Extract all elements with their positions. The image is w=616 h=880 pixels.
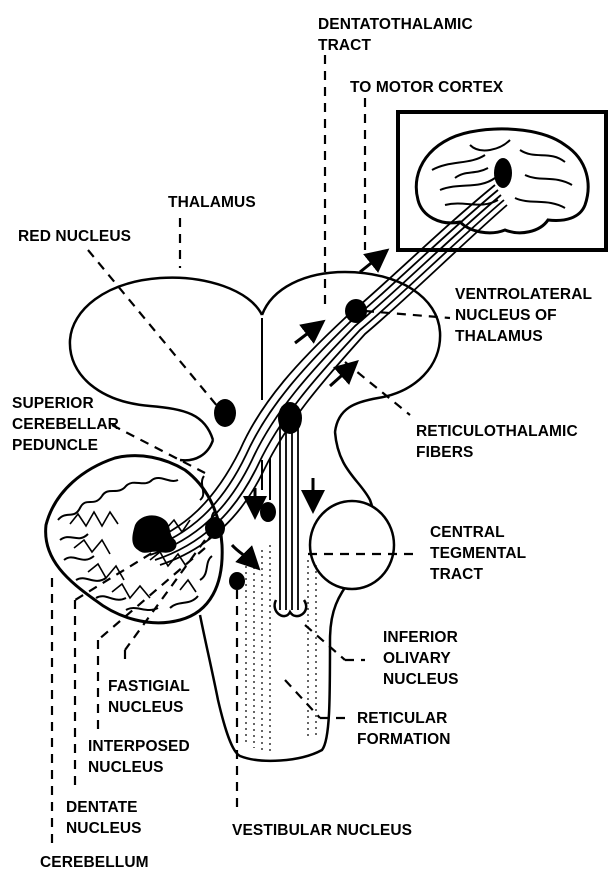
reticulothalamic-fibers-label: RETICULOTHALAMIC FIBERS [416,421,578,463]
to-motor-cortex-label: TO MOTOR CORTEX [350,77,503,98]
label-line: INFERIOR [383,627,459,648]
dentatothalamic-tract-label: DENTATOTHALAMIC TRACT [318,14,473,56]
dentate-nucleus-label: DENTATE NUCLEUS [66,797,142,839]
central-tegmental-tract-label: CENTRAL TEGMENTAL TRACT [430,522,526,585]
fastigial-nucleus-label: FASTIGIAL NUCLEUS [108,676,190,718]
ventrolateral-nucleus-label: VENTROLATERAL NUCLEUS OF THALAMUS [455,284,592,347]
label-line: NUCLEUS [66,818,142,839]
motor-cortex-target [494,158,512,188]
label-line: OLIVARY [383,648,459,669]
interposed-nucleus-label: INTERPOSED NUCLEUS [88,736,190,778]
label-line: VENTROLATERAL [455,284,592,305]
motor-cortex-inset [398,112,606,250]
label-line: RETICULOTHALAMIC [416,421,578,442]
label-line: TRACT [430,564,526,585]
inferior-olive-bulge [310,501,394,589]
label-line: THALAMUS [455,326,592,347]
label-line: PEDUNCLE [12,435,119,456]
reticular-formation-label: RETICULAR FORMATION [357,708,451,750]
vestibular-nucleus-dot-lower [229,572,245,590]
red-nucleus-dot [214,399,236,427]
label-line: FIBERS [416,442,578,463]
label-line: SUPERIOR [12,393,119,414]
inferior-olivary-nucleus-label: INFERIOR OLIVARY NUCLEUS [383,627,459,690]
thalamus-shape [70,272,440,440]
label-line: DENTATE [66,797,142,818]
ventrolateral-nucleus-dot [345,299,367,323]
label-line: TRACT [318,35,473,56]
label-line: FASTIGIAL [108,676,190,697]
label-line: INTERPOSED [88,736,190,757]
vestibular-nucleus-dot-upper [260,502,276,522]
label-line: NUCLEUS [88,757,190,778]
label-line: CEREBELLAR [12,414,119,435]
fastigial-nucleus-dot [205,517,225,539]
cerebellum-label: CEREBELLUM [40,852,149,873]
label-line: CENTRAL [430,522,526,543]
red-nucleus-label: RED NUCLEUS [18,226,131,247]
thalamus-label: THALAMUS [168,192,256,213]
label-line: FORMATION [357,729,451,750]
label-line: RETICULAR [357,708,451,729]
vestibular-nucleus-label: VESTIBULAR NUCLEUS [232,820,412,841]
label-line: NUCLEUS OF [455,305,592,326]
superior-cerebellar-peduncle-label: SUPERIOR CEREBELLAR PEDUNCLE [12,393,119,456]
label-line: NUCLEUS [108,697,190,718]
label-line: NUCLEUS [383,669,459,690]
label-line: DENTATOTHALAMIC [318,14,473,35]
reticulothalamic-origin-dot [278,402,302,434]
label-line: TEGMENTAL [430,543,526,564]
